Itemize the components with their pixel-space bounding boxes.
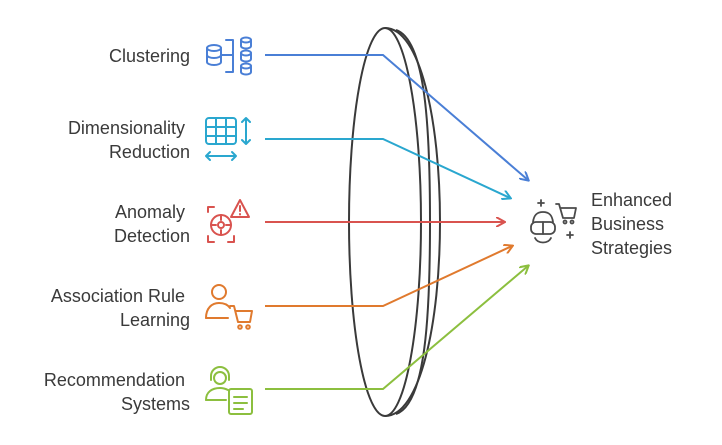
arrow-association-rule-learning: [265, 246, 512, 307]
label-enhanced-business-strategies: Enhanced Business Strategies: [591, 190, 677, 258]
label-recommendation-systems: Recommendation Systems: [44, 370, 190, 414]
alert-target-icon: [207, 199, 250, 243]
clustered-databases-icon: [206, 36, 252, 76]
label-association-rule-learning: Association Rule Learning: [51, 286, 190, 330]
arrow-recommendation-systems: [265, 266, 528, 390]
user-cart-icon: [205, 284, 253, 330]
resize-table-icon: [205, 117, 251, 161]
support-agent-document-icon: [205, 366, 253, 415]
label-anomaly-detection: Anomaly Detection: [114, 202, 190, 246]
vr-headset-cart-icon: [530, 199, 577, 244]
arrows: [265, 54, 528, 390]
label-dimensionality-reduction: Dimensionality Reduction: [68, 118, 190, 162]
arrow-clustering: [265, 54, 528, 180]
arrow-dimensionality-reduction: [265, 138, 510, 198]
label-clustering: Clustering: [109, 46, 190, 66]
